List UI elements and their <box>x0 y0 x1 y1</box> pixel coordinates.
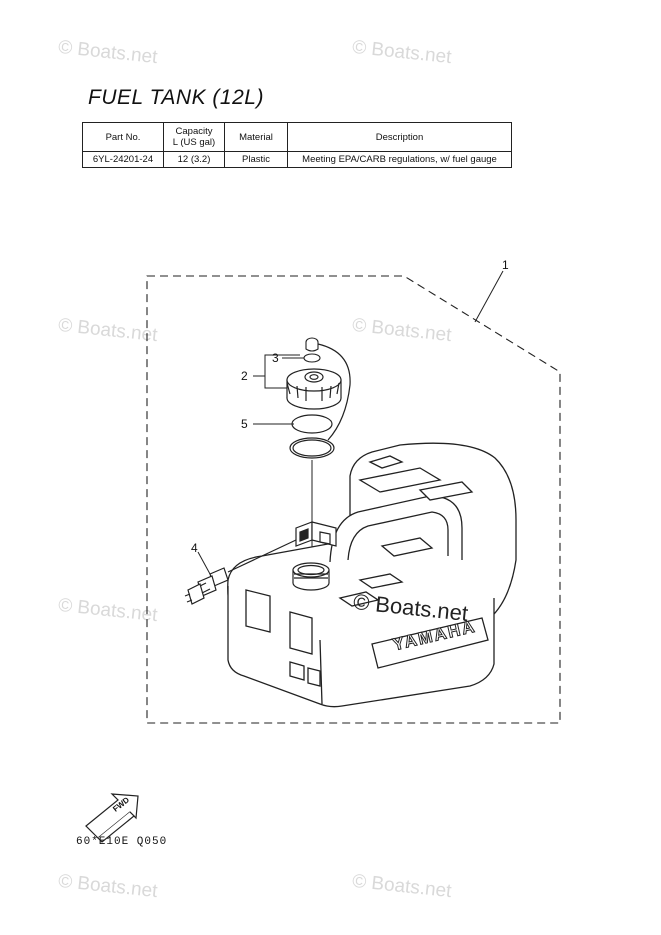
page-title: FUEL TANK (12L) <box>88 86 264 109</box>
callout-4: 4 <box>191 541 198 555</box>
cell-part-no[interactable]: 6YL-24201-24 <box>82 151 164 168</box>
header-material: Material <box>224 122 288 152</box>
header-capacity-line2: L (US gal) <box>172 137 216 148</box>
header-description: Description <box>287 122 512 152</box>
vent-cap <box>303 337 321 363</box>
assembly-boundary <box>146 275 561 724</box>
header-capacity-line1: Capacity <box>175 126 213 137</box>
cell-material: Plastic <box>224 151 288 168</box>
table-row: 6YL-24201-24 12 (3.2) Plastic Meeting EP… <box>82 151 512 168</box>
leader-1 <box>474 270 504 323</box>
callout-3: 3 <box>272 351 279 365</box>
fuel-gauge-mount <box>295 521 337 547</box>
drawing-code: 60*E10E Q050 <box>76 836 168 848</box>
callout-1: 1 <box>502 258 509 272</box>
spec-table: Part No. Capacity L (US gal) Material De… <box>82 122 512 168</box>
filler-neck <box>292 562 330 591</box>
fuel-cap <box>286 368 342 410</box>
header-part-no: Part No. <box>82 122 164 152</box>
tank-body <box>227 442 517 708</box>
callout-5: 5 <box>241 417 248 431</box>
callout-2: 2 <box>241 369 248 383</box>
hose-connector <box>184 567 229 605</box>
cell-description: Meeting EPA/CARB regulations, w/ fuel ga… <box>287 151 512 168</box>
fwd-arrow-icon <box>85 793 139 843</box>
table-header-row: Part No. Capacity L (US gal) Material De… <box>82 122 512 152</box>
hose-line <box>227 539 297 573</box>
leader-4 <box>197 551 211 575</box>
header-capacity: Capacity L (US gal) <box>163 122 225 152</box>
gasket <box>289 414 335 459</box>
cap-strap <box>317 343 351 441</box>
